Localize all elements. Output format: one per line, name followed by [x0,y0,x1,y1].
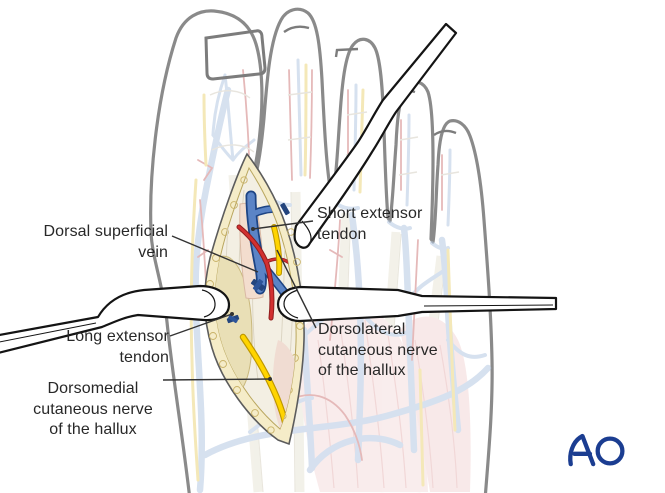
dorsolateral-cutaneous-nerve [271,224,283,276]
label-dorsal-superficial-vein: Dorsal superficial vein [43,223,168,261]
vessel-clamps [226,202,290,324]
dorsomedial-cutaneous-nerve [239,333,290,429]
ao-logo: AO [567,433,625,469]
clamp-icon [280,202,290,216]
leader-dots [230,227,272,381]
clamp-icon [250,278,266,292]
leader-dorsomedial-nerve [162,378,271,381]
label-dorsomedial-cutaneous-nerve: Dorsomedial cutaneous nerve of the hallu… [33,380,153,438]
faint-anatomy [189,58,492,493]
label-long-extensor-tendon: Long extensor tendon [66,328,169,366]
incision [203,152,305,446]
clamp-icon [226,314,240,324]
diagonal-retractor [293,22,458,249]
right-retractor [276,285,558,323]
leader-dorsolateral-nerve [276,249,317,329]
leader-dorsal-superficial-vein [171,235,259,273]
left-retractor [0,284,231,354]
ao-logo-icon [568,433,625,467]
hallux-nail [204,29,267,81]
leader-short-extensor [252,220,314,230]
leader-lines [162,220,317,381]
retractors [0,22,558,354]
leader-long-extensor [169,313,233,337]
label-short-extensor-tendon: Short extensor tendon [317,205,423,243]
label-dorsolateral-cutaneous-nerve: Dorsolateral cutaneous nerve of the hall… [318,321,438,379]
